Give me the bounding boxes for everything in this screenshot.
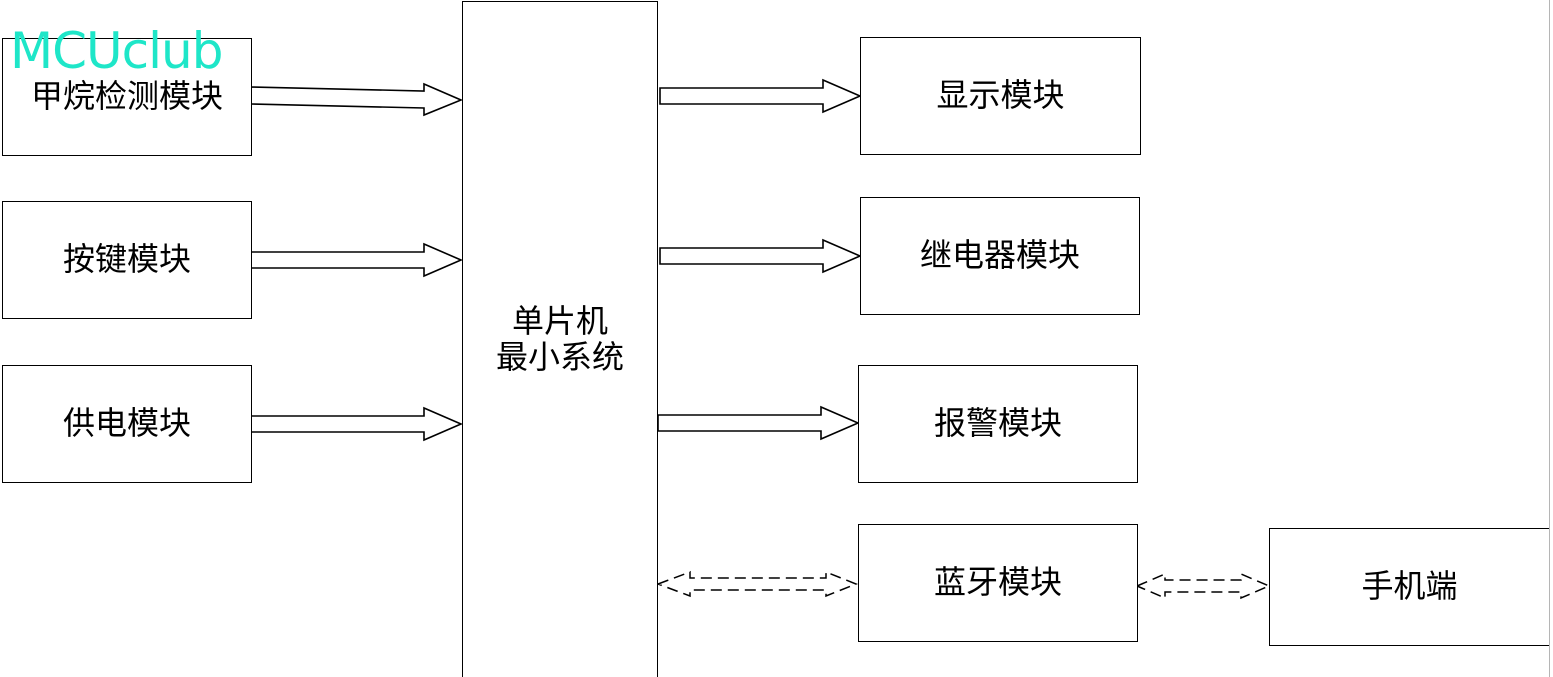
keypad-module: 按键模块 (2, 201, 252, 319)
arrow-power-to-mcu (250, 406, 464, 442)
mcu-label: 单片机 最小系统 (495, 302, 624, 376)
display-label: 显示模块 (936, 76, 1065, 115)
keypad-label: 按键模块 (62, 240, 191, 279)
alarm-module: 报警模块 (858, 365, 1138, 483)
phone-label: 手机端 (1361, 567, 1458, 606)
display-module: 显示模块 (860, 37, 1141, 155)
relay-module: 继电器模块 (860, 197, 1140, 315)
arrow-methane-to-mcu (250, 82, 464, 117)
arrow-mcu-to-alarm (657, 405, 861, 441)
arrow-mcu-bluetooth-bidirectional (655, 570, 859, 598)
page-frame-edge (1549, 0, 1550, 677)
methane-detection-label: 甲烷检测模块 (30, 77, 223, 116)
mcu-minimum-system-block: 单片机 最小系统 (462, 1, 658, 677)
bluetooth-label: 蓝牙模块 (933, 563, 1062, 602)
power-supply-label: 供电模块 (62, 404, 191, 443)
phone-terminal: 手机端 (1269, 528, 1550, 646)
relay-label: 继电器模块 (919, 236, 1080, 275)
alarm-label: 报警模块 (933, 404, 1062, 443)
arrow-mcu-to-relay (659, 238, 863, 274)
power-supply-module: 供电模块 (2, 365, 252, 483)
arrow-mcu-to-display (659, 78, 863, 114)
methane-detection-module: 甲烷检测模块 (2, 38, 252, 156)
bluetooth-module: 蓝牙模块 (858, 524, 1138, 642)
arrow-bluetooth-phone-bidirectional (1135, 572, 1271, 600)
arrow-keys-to-mcu (250, 242, 464, 278)
mcuclub-watermark: MCUclub (10, 22, 223, 80)
mcu-label-line1: 单片机 (511, 302, 608, 341)
mcu-label-line2: 最小系统 (495, 338, 624, 376)
